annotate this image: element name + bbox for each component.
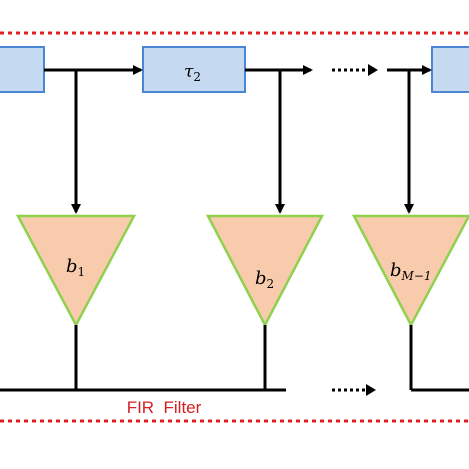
tap-triangle-1 [15,214,137,328]
tap-label-3: bM−1 [390,260,432,283]
delay-box-left [0,46,45,93]
delay-label: τ2 [184,62,201,84]
tap-triangle-2 [205,214,325,328]
dotted-arrowhead-bottom [366,384,376,396]
tap-triangle-3 [351,214,469,328]
dotted-arrowhead-top [368,64,378,76]
delay-box-tau2 [142,46,246,93]
tap-label-1: b1 [66,256,85,279]
fir-filter-caption: FIR Filter [127,398,202,417]
delay-box-right [431,46,469,93]
tap-label-2: b2 [255,268,274,291]
